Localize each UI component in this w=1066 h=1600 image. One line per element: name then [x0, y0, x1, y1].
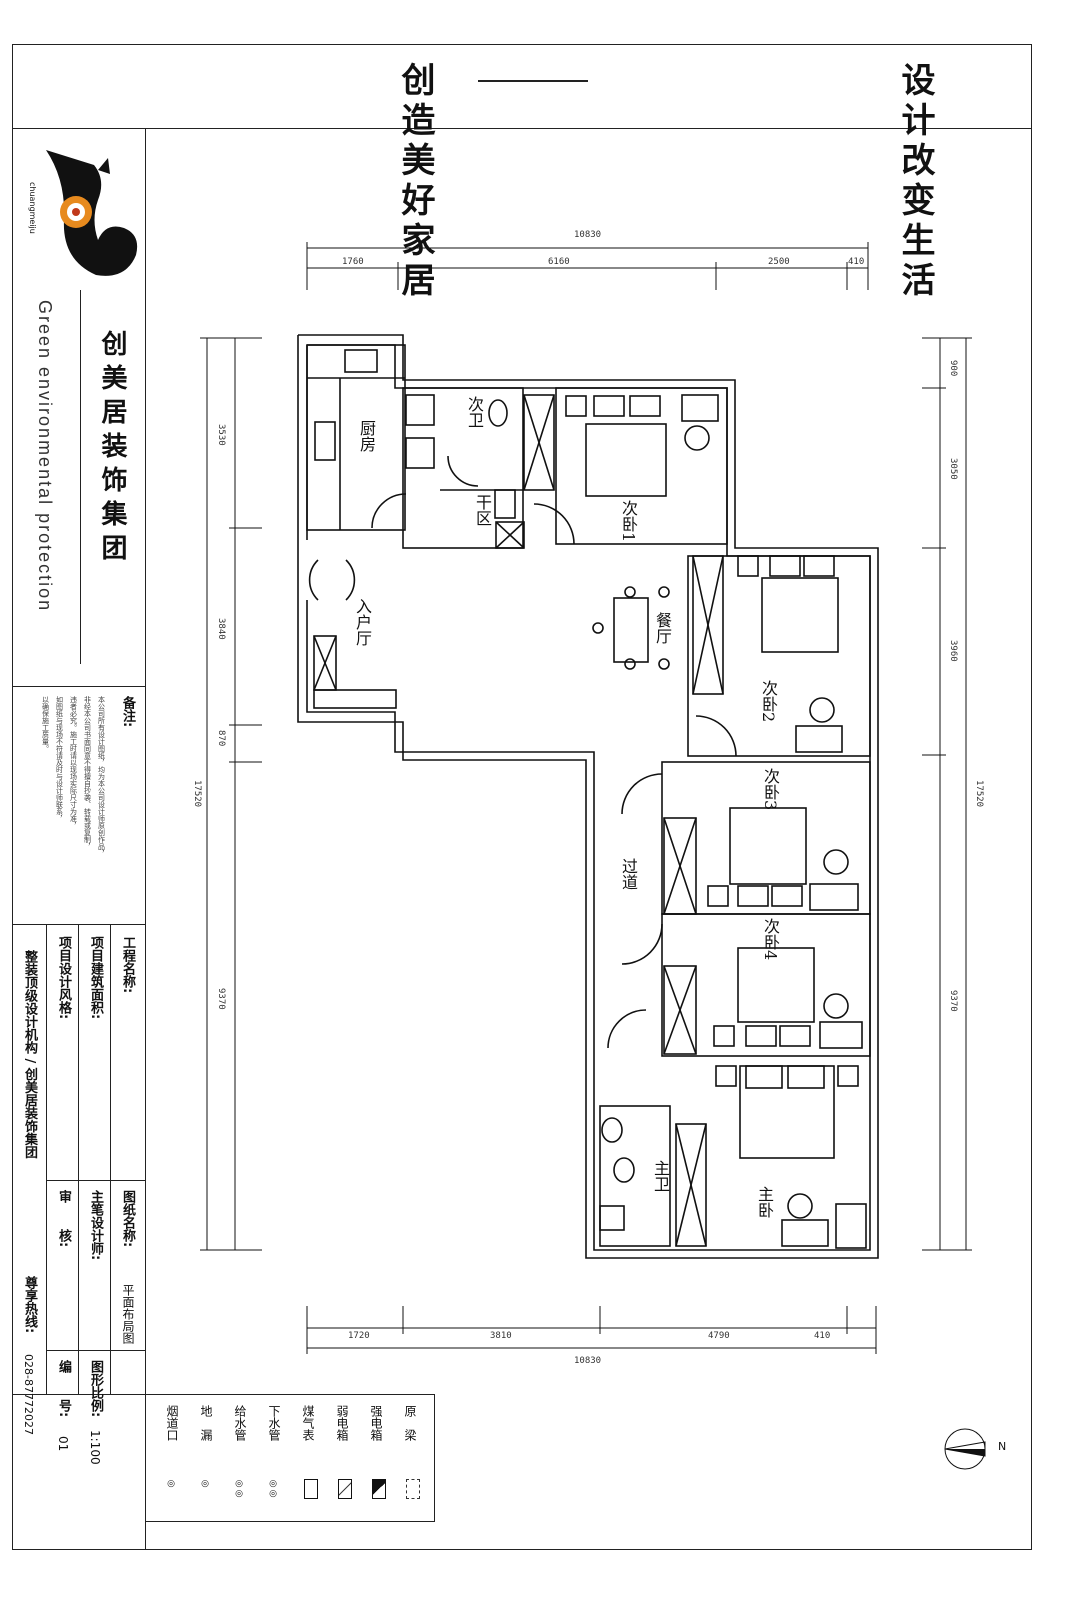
room-entry: 入户厅 [353, 598, 372, 646]
room-dry: 干区 [473, 494, 492, 526]
note-line: 非经本公司书面同意不得擅自抄袭、转载或复制， [83, 696, 92, 850]
scale-label: 图形比例: [88, 1360, 103, 1418]
floor-plan [200, 242, 972, 1354]
design-style-label: 项目设计风格: [56, 936, 71, 1020]
slogan-left: 创造美好家居 [395, 62, 435, 302]
legend-water-pipe: 给水管 [233, 1405, 247, 1441]
note-line: 如图纸与现场不符请及时与设计师联系， [55, 696, 64, 822]
dim-right: 9370 [948, 990, 958, 1012]
info-row-line [46, 1180, 145, 1181]
room-master-bed: 主卧 [755, 1186, 774, 1218]
legend-box: 原 梁 强电箱 弱电箱 煤气表 下水管 ◎◎ 给水管 ◎◎ 地 漏 ◎ 烟道口 … [145, 1394, 435, 1522]
hotline-label: 尊享热线: [22, 1276, 37, 1334]
dim-top-total: 10830 [574, 230, 602, 240]
slogan-dash [478, 80, 588, 82]
logo-brand-text: chuangmeiju [28, 182, 37, 234]
room-master-bath: 主卫 [651, 1160, 670, 1192]
logo-emblem [46, 150, 138, 276]
dim-bottom-total: 10830 [574, 1356, 602, 1366]
legend-strong-box: 强电箱 [369, 1405, 383, 1441]
legend-drain-pipe: 下水管 [267, 1405, 281, 1441]
dim-top: 6160 [548, 257, 570, 267]
drawing-name-label: 图纸名称: [120, 1190, 135, 1248]
note-line: 本公司所有设计图纸，均为本公司设计师原创作品， [97, 696, 106, 857]
info-col-line [46, 924, 47, 1394]
floor-drain-icon: ◎ [200, 1479, 210, 1489]
header-divider [12, 128, 1032, 129]
institution-text: 整装顶级设计机构 / 创美居装饰集团 [22, 950, 37, 1159]
green-protection-text: Green environmental protection [35, 300, 55, 613]
dim-bottom: 3810 [490, 1331, 512, 1341]
room-bed4: 次卧4 [761, 918, 780, 961]
legend-flue: 烟道口 [165, 1405, 179, 1441]
dim-left-total: 17520 [192, 780, 202, 808]
slogan-right: 设计改变生活 [895, 62, 935, 302]
dim-top: 1760 [342, 257, 364, 267]
weak-box-icon [338, 1479, 352, 1499]
number-value: 01 [56, 1436, 70, 1452]
notes-block: 本公司所有设计图纸，均为本公司设计师原创作品， 非经本公司书面同意不得擅自抄袭、… [18, 696, 114, 916]
company-underline [80, 290, 81, 664]
sidebar-divider [145, 128, 146, 1550]
dim-top: 2500 [768, 257, 790, 267]
dim-left: 3530 [216, 424, 226, 446]
room-corridor: 过道 [619, 858, 638, 890]
north-label: N [998, 1440, 1007, 1453]
sidebar-sep-1 [12, 686, 145, 687]
company-logo [36, 140, 146, 290]
beam-icon [406, 1479, 420, 1499]
dim-right: 900 [948, 360, 958, 377]
room-dining: 餐厅 [653, 612, 672, 644]
dim-bottom: 4790 [708, 1331, 730, 1341]
dim-left: 870 [216, 730, 226, 747]
room-bath2: 次卫 [465, 396, 484, 428]
legend-floor-drain: 地 漏 [199, 1405, 213, 1441]
room-bed1: 次卧1 [619, 500, 638, 543]
info-col-line [110, 924, 111, 1394]
hotline-value: 028-87772027 [22, 1354, 35, 1435]
review-label: 审 核: [56, 1190, 71, 1248]
dim-right: 3960 [948, 640, 958, 662]
dim-left: 9370 [216, 988, 226, 1010]
chief-designer-label: 主笔设计师: [88, 1190, 103, 1261]
north-arrow [940, 1424, 990, 1474]
water-pipe-icon: ◎◎ [234, 1479, 244, 1499]
number-label: 编 号: [56, 1360, 71, 1418]
company-name: 创美居装饰集团 [97, 330, 127, 568]
flue-icon: ◎ [166, 1479, 176, 1489]
info-col-line [78, 924, 79, 1394]
room-kitchen: 厨房 [357, 420, 376, 452]
note-line: 违者必究。施工时请以现场实际尺寸为准， [69, 696, 78, 829]
room-bed3: 次卧3 [761, 768, 780, 811]
compass-icon [944, 1428, 986, 1470]
notes-label: 备注: [120, 696, 135, 728]
legend-gas-meter: 煤气表 [301, 1405, 315, 1441]
dim-top: 410 [848, 257, 865, 267]
room-bed2: 次卧2 [759, 680, 778, 723]
dim-bottom: 410 [814, 1331, 831, 1341]
strong-box-icon [372, 1479, 386, 1499]
info-row-line [46, 1350, 145, 1351]
dim-right: 3050 [948, 458, 958, 480]
drawing-name-value: 平面布局图 [121, 1284, 135, 1344]
legend-beam: 原 梁 [403, 1405, 417, 1441]
dim-bottom: 1720 [348, 1331, 370, 1341]
project-name-label: 工程名称: [120, 936, 135, 994]
gas-meter-icon [304, 1479, 318, 1499]
dim-right-total: 17520 [974, 780, 984, 808]
dim-left: 3840 [216, 618, 226, 640]
building-area-label: 项目建筑面积: [88, 936, 103, 1020]
drain-pipe-icon: ◎◎ [268, 1479, 278, 1499]
drawing-frame [12, 44, 1032, 1550]
scale-value: 1:100 [88, 1430, 102, 1465]
note-line: 以确保施工质量。 [41, 696, 50, 752]
sidebar-sep-3 [12, 1394, 145, 1395]
legend-weak-box: 弱电箱 [335, 1405, 349, 1441]
